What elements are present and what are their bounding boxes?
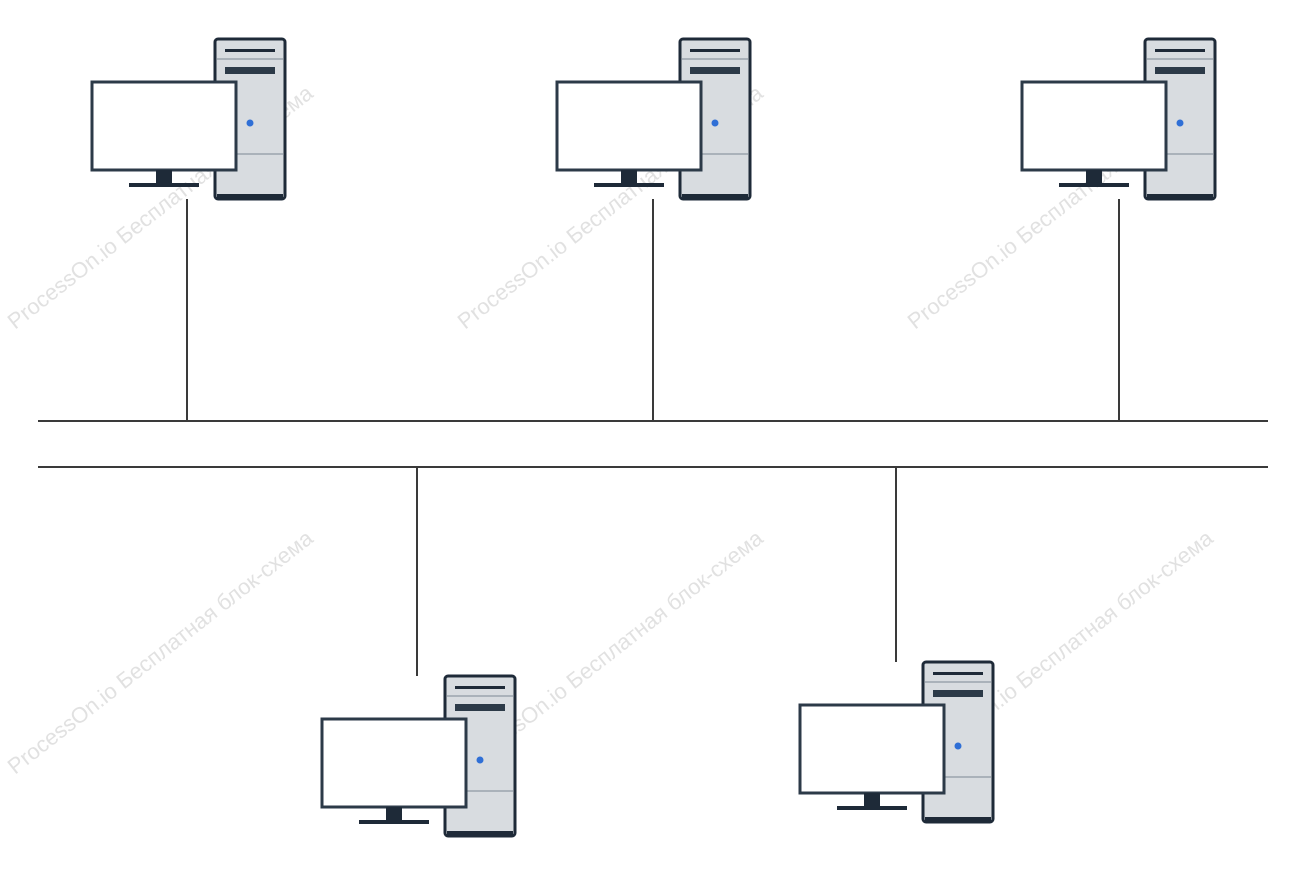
watermark-text: ProcessOn.io Бесплатная блок-схема — [3, 525, 318, 779]
computer-icon — [798, 660, 995, 824]
computer-icon — [320, 674, 517, 838]
